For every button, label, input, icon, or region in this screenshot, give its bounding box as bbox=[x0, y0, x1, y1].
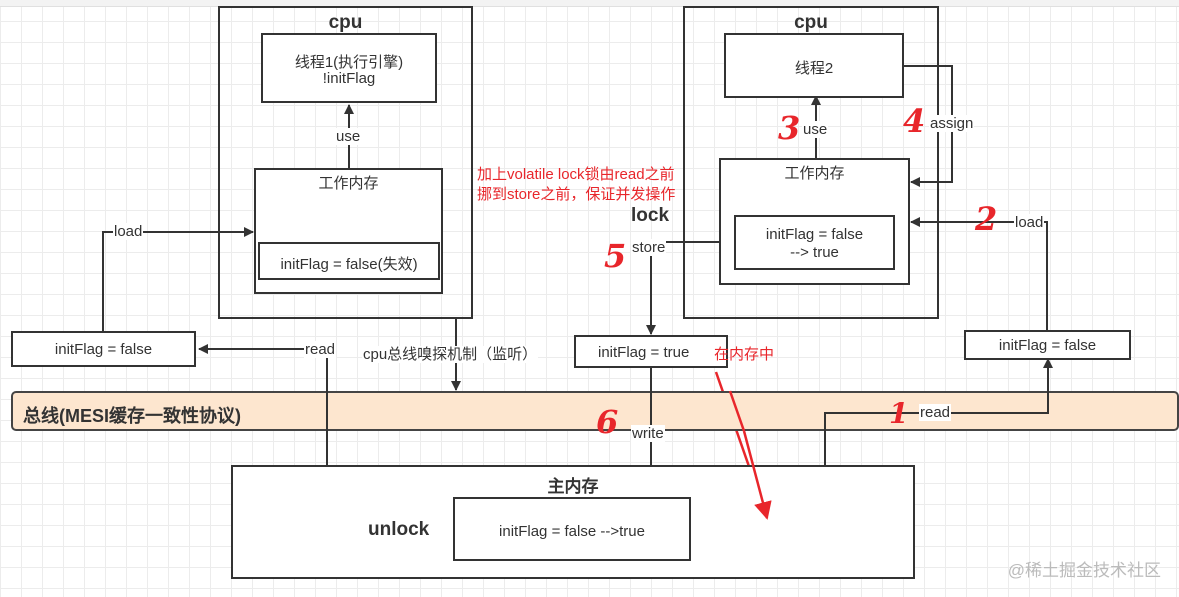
assign-label: assign bbox=[929, 115, 975, 132]
step-number-2: 2 bbox=[975, 200, 998, 238]
left-cache-box: initFlag = false bbox=[11, 331, 196, 367]
annotation-line2: 挪到store之前，保证并发操作 bbox=[477, 186, 676, 203]
step-number-1: 1 bbox=[889, 397, 909, 430]
right-work-memory-title: 工作内存 bbox=[784, 165, 845, 182]
main-memory-value: initFlag = false -->true bbox=[499, 523, 645, 540]
bus-bar: 总线(MESI缓存一致性协议) bbox=[11, 391, 1179, 431]
left-work-memory-value: initFlag = false(失效) bbox=[258, 242, 440, 280]
step-number-4: 4 bbox=[903, 102, 926, 140]
annotation-line1: 加上volatile lock锁由read之前 bbox=[477, 166, 675, 183]
right-work-memory-value-line1: initFlag = false bbox=[765, 226, 864, 243]
in-memory-note: 在内存中 bbox=[714, 346, 775, 363]
right-use-label: use bbox=[802, 121, 829, 138]
cpu-left-title: cpu bbox=[328, 12, 363, 33]
cpu-right-title: cpu bbox=[794, 12, 828, 33]
cpu-right: cpu bbox=[683, 6, 939, 319]
canvas-top-bar bbox=[0, 0, 1179, 7]
arrow-left-load bbox=[102, 227, 254, 332]
thread1-label: 线程1(执行引擎) bbox=[294, 54, 404, 71]
left-work-memory-value-text: initFlag = false(失效) bbox=[280, 256, 418, 273]
main-memory-title: 主内存 bbox=[547, 477, 599, 496]
snoop-label: cpu总线嗅探机制（监听） bbox=[362, 346, 539, 363]
left-work-memory-title: 工作内存 bbox=[318, 175, 379, 192]
left-load-label: load bbox=[113, 223, 144, 240]
left-cache-value: initFlag = false bbox=[54, 341, 153, 358]
thread2-label: 线程2 bbox=[794, 60, 834, 77]
lock-label: lock bbox=[631, 205, 670, 226]
right-load-label: load bbox=[1014, 214, 1045, 231]
bus-title: 总线(MESI缓存一致性协议) bbox=[23, 406, 241, 426]
right-cache-box: initFlag = false bbox=[964, 330, 1131, 360]
right-work-memory-value-line2: --> true bbox=[790, 244, 839, 261]
right-cache-value: initFlag = false bbox=[998, 337, 1097, 354]
cpu-left: cpu bbox=[218, 6, 473, 319]
thread1-condition: !initFlag bbox=[322, 70, 376, 87]
arrow-right-load bbox=[910, 217, 1048, 332]
watermark: @稀土掘金技术社区 bbox=[1007, 561, 1161, 580]
unlock-label: unlock bbox=[368, 519, 430, 540]
step-number-6: 6 bbox=[596, 403, 619, 441]
left-read-label: read bbox=[304, 341, 337, 358]
step-number-5: 5 bbox=[604, 237, 627, 275]
step-number-3: 3 bbox=[778, 109, 801, 147]
middle-cache-box: initFlag = true bbox=[574, 335, 728, 368]
middle-cache-value: initFlag = true bbox=[598, 344, 690, 361]
main-memory-value-box: initFlag = false -->true bbox=[453, 497, 691, 561]
left-use-label: use bbox=[335, 128, 362, 145]
store-label: store bbox=[631, 239, 667, 256]
thread2-box: 线程2 bbox=[724, 33, 904, 98]
right-work-memory-value: initFlag = false --> true bbox=[734, 215, 895, 270]
right-read-label: read bbox=[919, 404, 952, 421]
thread1-box: 线程1(执行引擎) !initFlag bbox=[261, 33, 437, 103]
write-label: write bbox=[631, 425, 665, 442]
